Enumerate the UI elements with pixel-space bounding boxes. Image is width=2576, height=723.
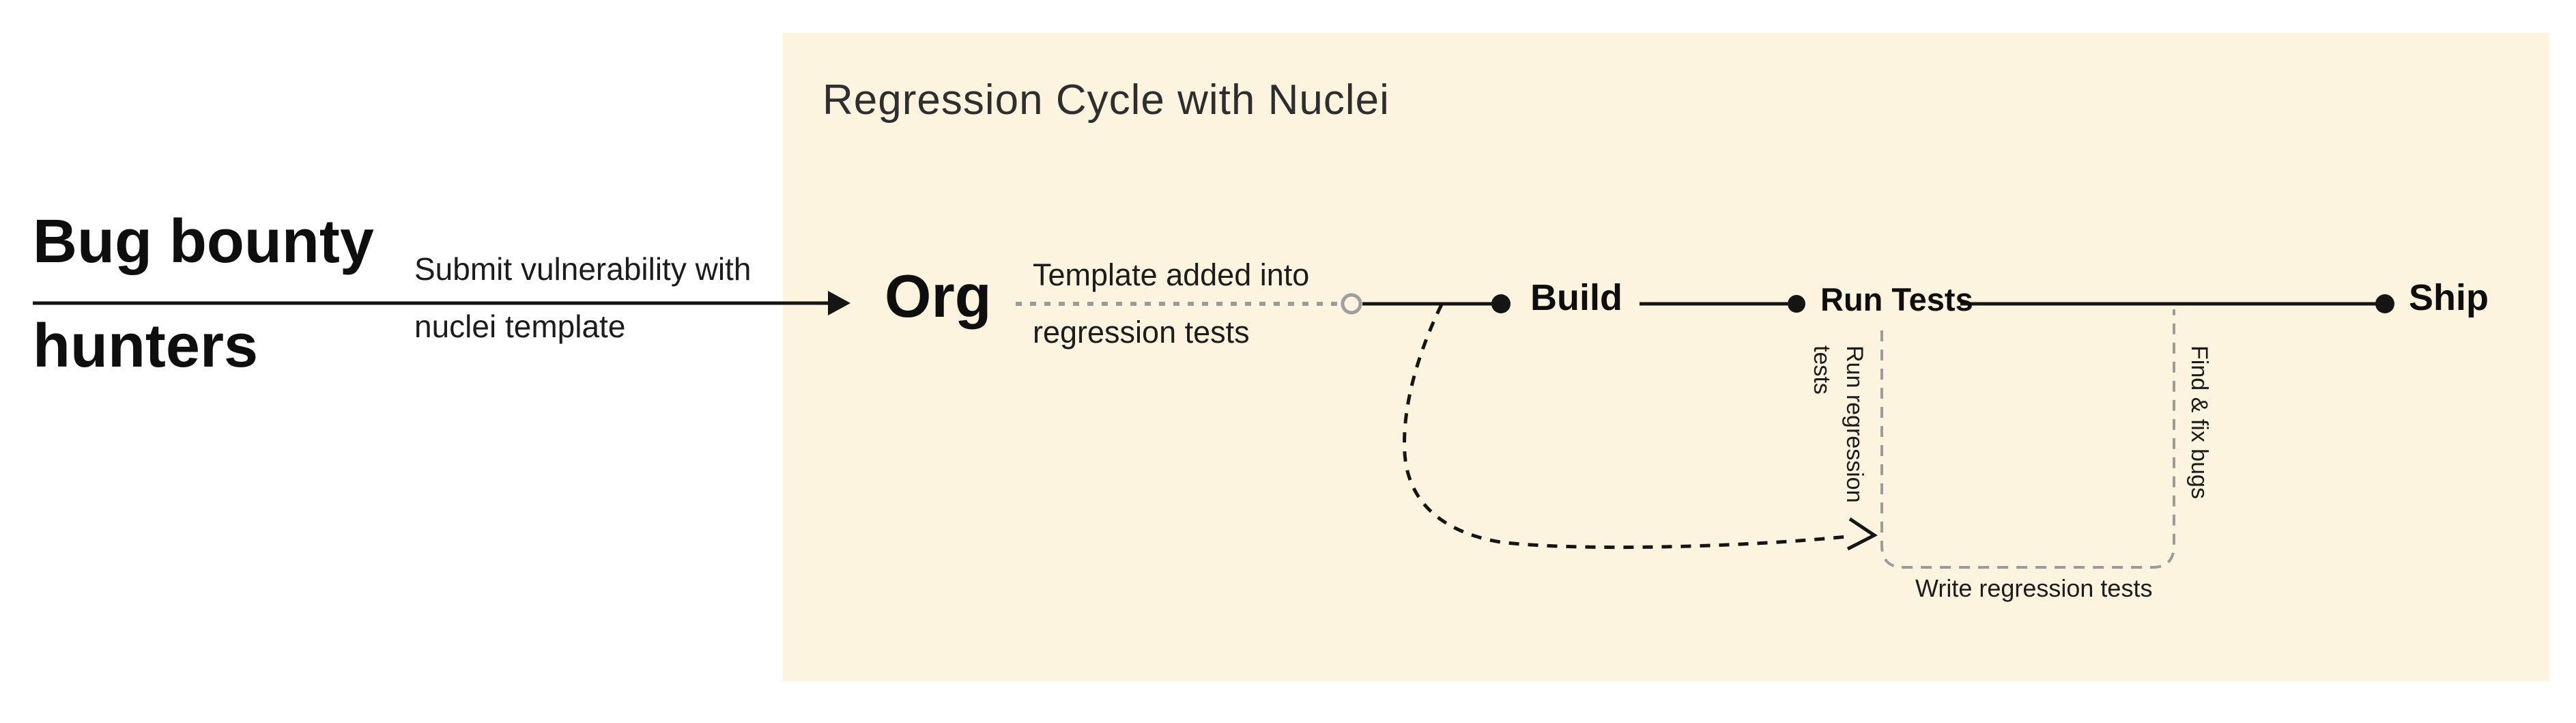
- regression-loop-arrowhead-icon: [1846, 517, 1878, 551]
- write-regression-tests-label: Write regression tests: [1915, 574, 2153, 602]
- panel-title: Regression Cycle with Nuclei: [822, 76, 1390, 124]
- submit-arrow-label: Submit vulnerability with nuclei templat…: [414, 240, 751, 355]
- node-build: Build: [1530, 277, 1622, 318]
- find-fix-bugs-vertical-label: Find & fix bugs: [2183, 345, 2216, 499]
- find-fix-bugs-text: Find & fix bugs: [2186, 345, 2212, 499]
- build-node-dot-icon: [1491, 294, 1511, 313]
- run-regression-vertical-line2: tests: [1809, 345, 1835, 395]
- actor-label-line2: hunters: [33, 312, 259, 380]
- template-added-label-line2: regression tests: [1033, 315, 1250, 350]
- template-added-label: Template added into regression tests: [1033, 246, 1309, 361]
- submit-arrow-label-line1: Submit vulnerability with: [414, 251, 752, 287]
- merge-open-circle-icon: [1341, 293, 1362, 315]
- actor-label-line1: Bug bounty: [33, 208, 374, 276]
- regression-cycle-panel: [783, 33, 2549, 681]
- node-ship: Ship: [2409, 277, 2489, 318]
- run-tests-node-dot-icon: [1788, 295, 1805, 313]
- submit-arrowhead-icon: [828, 291, 850, 315]
- run-regression-tests-vertical-label: Run regression tests: [1805, 345, 1871, 503]
- node-org: Org: [885, 262, 992, 330]
- node-run-tests: Run Tests: [1820, 281, 1973, 317]
- write-tests-bracket: [1880, 309, 2175, 569]
- ship-node-dot-icon: [2375, 294, 2394, 313]
- run-regression-vertical-line1: Run regression: [1842, 345, 1867, 503]
- regression-loop-dashed-curve: [1403, 303, 1848, 550]
- template-added-label-line1: Template added into: [1033, 257, 1310, 292]
- submit-arrow-label-line2: nuclei template: [414, 309, 626, 344]
